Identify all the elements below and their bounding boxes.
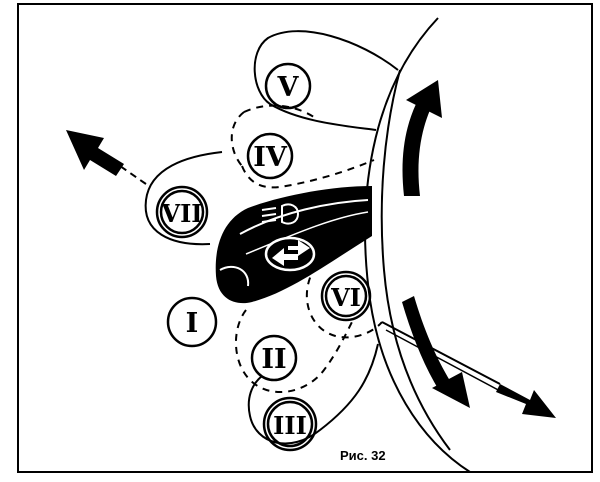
- direction-arrow-right-icon: [381, 321, 556, 418]
- turn-signal-arrows-icon: [264, 236, 316, 272]
- position-circle-v: [264, 62, 312, 110]
- headlight-low-beam-icon: [261, 203, 300, 225]
- position-label-i: I: [186, 308, 199, 339]
- position-label-ii: II: [261, 344, 286, 375]
- rotation-arrow-down-icon: [402, 296, 470, 408]
- position-label-vi: VI: [330, 283, 361, 312]
- position-circle-i: [166, 296, 218, 348]
- figure-frame: [17, 3, 593, 473]
- position-label-v: V: [277, 72, 300, 103]
- position-label-iii: III: [273, 411, 307, 440]
- position-circle-ii: [250, 334, 298, 382]
- position-label-vii: VII: [160, 199, 202, 228]
- position-label-iv: IV: [253, 142, 288, 173]
- direction-arrow-left-icon: [66, 130, 147, 185]
- position-circle-iv: [246, 132, 294, 180]
- figure-caption: Рис. 32: [340, 448, 386, 463]
- rotation-arrow-up-icon: [402, 80, 442, 196]
- position-zones: [144, 30, 399, 445]
- position-circle-iii-inner: [266, 400, 314, 448]
- steering-wheel-rim: [364, 17, 471, 473]
- position-circle-vi: [320, 270, 372, 322]
- position-circle-vi-inner: [324, 274, 368, 318]
- position-circle-iii: [262, 396, 318, 452]
- combination-switch-lever: [215, 186, 372, 304]
- position-circles: [155, 62, 372, 452]
- position-circle-vii-inner: [159, 189, 205, 235]
- position-circle-vii: [155, 185, 209, 239]
